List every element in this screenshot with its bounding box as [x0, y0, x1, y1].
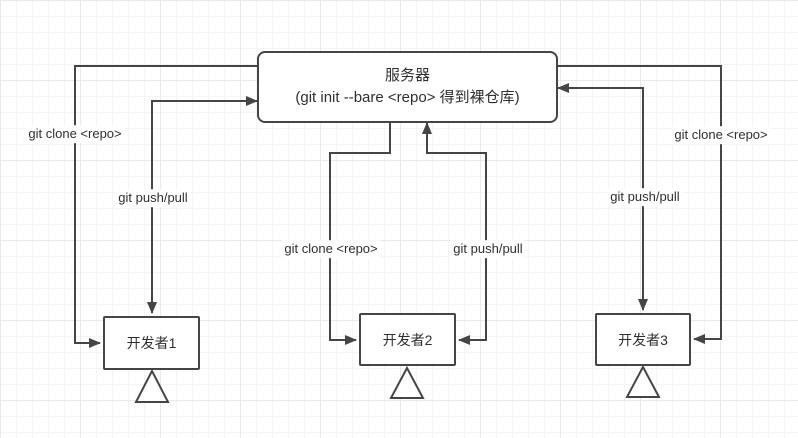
edge-clone-server-to-dev3: [558, 65, 722, 344]
edge-label-pushpull-mid: git push/pull: [450, 240, 526, 258]
server-subtitle: (git init --bare <repo> 得到裸仓库): [295, 89, 520, 106]
edge-label-pushpull-left: git push/pull: [115, 189, 191, 207]
edge-clone-server-to-dev2: [329, 123, 391, 345]
edge-pushpull-dev2-server: [422, 122, 487, 345]
edge-label-clone-right: git clone <repo>: [671, 126, 771, 144]
dev3-actor-triangle: [625, 364, 661, 398]
dev1-actor-triangle: [134, 368, 170, 403]
developer1-label: 开发者1: [126, 335, 177, 351]
edge-clone-server-to-dev1: [74, 65, 257, 348]
server-node: 服务器 (git init --bare <repo> 得到裸仓库): [257, 51, 558, 123]
edge-pushpull-dev1-server: [147, 96, 258, 314]
server-title: 服务器: [384, 67, 430, 85]
developer2-label: 开发者2: [382, 331, 433, 348]
developer1-node: 开发者1: [103, 316, 200, 370]
developer3-node: 开发者3: [595, 313, 691, 366]
edge-label-pushpull-right: git push/pull: [607, 188, 683, 206]
developer3-label: 开发者3: [618, 331, 668, 348]
edge-label-clone-mid: git clone <repo>: [281, 240, 381, 258]
dev2-actor-triangle: [389, 365, 425, 399]
edge-pushpull-dev3-server: [557, 83, 648, 311]
edge-label-clone-left: git clone <repo>: [25, 125, 125, 143]
developer2-node: 开发者2: [359, 313, 456, 366]
